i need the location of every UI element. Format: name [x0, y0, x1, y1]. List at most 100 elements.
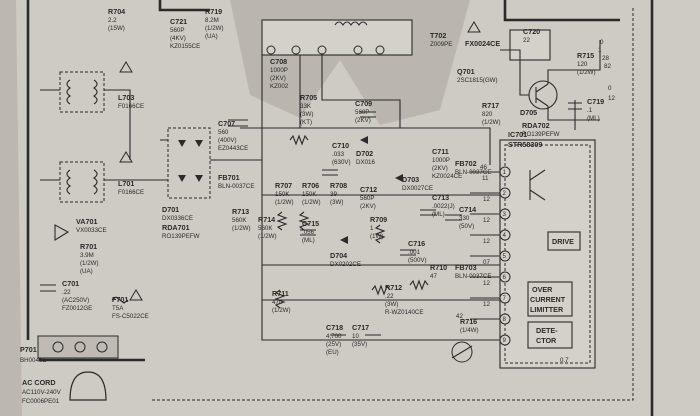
detector-label-1: DETE- [536, 326, 558, 335]
ocl-label-2: CURRENT [530, 295, 566, 304]
c707-label-line: 560 [218, 129, 229, 136]
c719-label-line: .1 [587, 107, 593, 114]
c712-label-line: (2KV) [360, 203, 376, 210]
p701-part: BH0046E [20, 357, 47, 364]
r707-label-line: (1/2W) [275, 199, 294, 206]
r711-label-line: (1/2W) [272, 307, 291, 314]
c715-symbol [300, 229, 316, 236]
r710-label-line: R710 [430, 263, 447, 272]
c708-label-line: 1000P [270, 67, 288, 74]
r704-label-line: (15W) [108, 25, 125, 32]
q701-collector-wire [547, 40, 601, 84]
c711-label-line: C711 [432, 147, 449, 156]
page-edge-shadow [0, 0, 22, 416]
r706-label-line: (1/2W) [302, 199, 321, 206]
r713-label-line: 560K [232, 217, 247, 224]
ic701-pin-number: 6 [503, 274, 507, 281]
ocl-label-1: OVER [532, 285, 553, 294]
r708-label-line: R708 [330, 181, 347, 190]
d702-label-line: DX016 [356, 159, 375, 166]
r716-label-line: R716 [460, 317, 477, 326]
r717-label-line: 820 [482, 111, 493, 118]
r706-label-line: 150K [302, 191, 317, 198]
l701-label-line: F0166CE [118, 189, 144, 196]
r711-label-line: R711 [272, 289, 289, 298]
rda701-label-line: RO139PEFW [162, 233, 200, 240]
fb701-label-line: BLN-0037CE [218, 183, 254, 190]
c718-label-line: (EU) [326, 349, 339, 356]
r713-label-line: R713 [232, 207, 249, 216]
r710-label-line: 47 [430, 273, 437, 280]
c712-label-line: C712 [360, 185, 377, 194]
r709-label-line: R709 [370, 215, 387, 224]
r719-label-line: R719 [205, 7, 222, 16]
f701-label-line: T5A [112, 305, 124, 312]
r705-label-line: (KT) [300, 119, 312, 126]
voltage-marking: 12 [483, 196, 490, 203]
c716-label: C716.001(500V) [408, 239, 427, 264]
c718-label-line: 4,700 [326, 333, 342, 340]
c713-label-line: C713 [432, 193, 449, 202]
ic701-power-transistor [529, 169, 546, 201]
r705-label-line: 33K [300, 103, 312, 110]
r712-label-line: (3W) [385, 301, 398, 308]
c714-label-line: C714 [459, 205, 476, 214]
r701-label-line: 3.9M [80, 252, 94, 259]
l701-symbol [59, 161, 105, 203]
c715-label: C715.056(ML) [302, 219, 319, 244]
d705-label-line: D705 [520, 108, 537, 117]
r717-label-line: R717 [482, 101, 499, 110]
ac-part-label: FC0006PE01 [22, 398, 60, 405]
r706-symbol [298, 211, 310, 231]
ic701-pin-number: 2 [503, 190, 507, 197]
top-left-rail [158, 0, 210, 12]
voltage-marking: 46 [480, 164, 487, 171]
r714-label-line: (1/2W) [258, 233, 277, 240]
d701-label-line: D701 [162, 205, 179, 214]
ic701-pin-number: 4 [503, 232, 507, 239]
c711-label-line: 1000P [432, 157, 450, 164]
c708-label-line: (2KV) [270, 75, 286, 82]
ic701-pin-number: 7 [503, 295, 507, 302]
va701-label-line: VX0033CE [76, 227, 107, 234]
f701-symbol [111, 296, 129, 304]
ic701-pin-number: 3 [503, 211, 507, 218]
r709-symbol [374, 224, 386, 244]
c713-symbol [420, 209, 436, 216]
r712-label-line: .22 [385, 293, 394, 300]
c708-label-line: C708 [270, 57, 287, 66]
ac-voltage-label: AC110V-240V [22, 389, 62, 396]
c721-label-line: 560P [170, 27, 184, 34]
rda701-label-line: RDA701 [162, 223, 190, 232]
voltage-marking: 12 [483, 280, 490, 287]
p701-ref: P701 [20, 345, 37, 354]
q701-base-wire [500, 49, 529, 96]
d704-label-line: D704 [330, 251, 347, 260]
c710-label-line: .033 [332, 151, 345, 158]
r714-label-line: R714 [258, 215, 275, 224]
rda702-label-line: RO139PEFW [522, 131, 560, 138]
return-bus [261, 55, 470, 341]
r719-label-line: 8.2M [205, 17, 219, 24]
d702-label-line: D702 [356, 149, 373, 158]
r716-symbol [451, 341, 473, 363]
c715-label-line: C715 [302, 219, 319, 228]
ac-cord-label: AC CORD [22, 378, 56, 387]
r707-label-line: 150K [275, 191, 290, 198]
ic701-pin-number: 5 [503, 253, 507, 260]
c710-symbol [322, 169, 338, 176]
t702-winding [334, 21, 368, 26]
c714-symbol [445, 214, 462, 221]
